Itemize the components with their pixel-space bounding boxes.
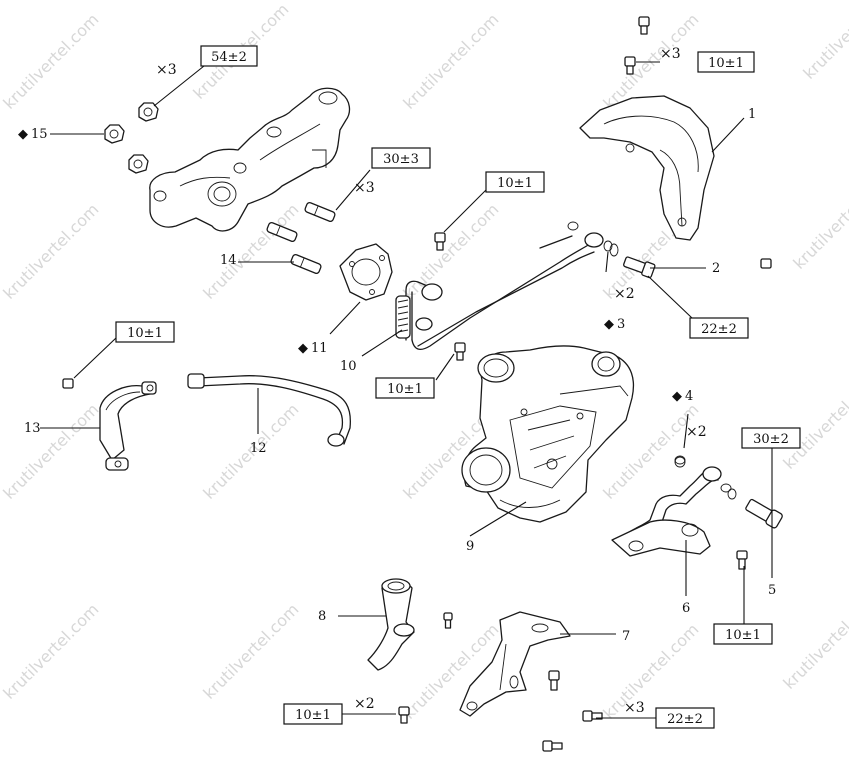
callout-9: 9 [466,539,474,554]
callout-15: 15 [31,127,48,142]
callout-4: 4 [685,389,693,404]
svg-text:22±2: 22±2 [701,322,737,337]
turbo-gasket-part [339,243,393,301]
leader-lines [40,61,773,719]
torque-label-30-right: 30±2 [741,427,801,449]
coolant-hose-part [99,381,157,471]
bolt-part [62,16,772,752]
coolant-pipe-part [187,373,352,447]
watermark: krutilvertel.com [399,10,502,113]
svg-text:10±1: 10±1 [295,708,331,723]
watermark-layer: krutilvertel.com krutilvertel.com krutil… [0,0,849,723]
callout-14: 14 [220,253,237,268]
svg-text:54±2: 54±2 [211,50,247,65]
oil-feed-pipe-part [395,221,604,351]
callout-3-group: ◆ 3 [604,317,625,332]
svg-text:10±1: 10±1 [708,56,744,71]
watermark: krutilvertel.com [799,0,849,83]
multiplier-label: ×2 [614,286,635,302]
torque-label-22-bottom: 22±2 [655,707,715,729]
callout-8: 8 [318,609,326,624]
multiplier-label: ×3 [156,62,177,78]
callout-2: 2 [712,261,720,276]
callout-3: 3 [617,317,625,332]
callout-15-group: ◆ 15 [18,127,48,142]
watermark: krutilvertel.com [0,10,103,113]
watermark: krutilvertel.com [599,620,702,723]
banjo-bolt-part [609,243,656,279]
callout-13: 13 [24,421,41,436]
svg-text:10±1: 10±1 [387,382,423,397]
callout-5: 5 [768,583,776,598]
torque-label-10-topright: 10±1 [697,51,755,73]
watermark: krutilvertel.com [0,600,103,703]
torque-label-10-center: 10±1 [485,171,545,193]
turbo-bracket-part [459,611,571,717]
watermark: krutilvertel.com [789,170,849,273]
watermark: krutilvertel.com [199,600,302,703]
svg-text:30±2: 30±2 [753,432,789,447]
callout-10: 10 [340,359,357,374]
multiplier-label: ×3 [354,180,375,196]
torque-label-54: 54±2 [200,45,258,67]
exhaust-manifold-part [149,87,351,232]
callout-11: 11 [311,341,328,356]
svg-text:10±1: 10±1 [725,628,761,643]
callout-4-group: ◆ 4 [672,389,693,404]
watermark: krutilvertel.com [779,370,849,473]
multiplier-label: ×2 [686,424,707,440]
torque-label-10-bottomleft: 10±1 [283,703,343,725]
torque-label-10-mid: 10±1 [375,377,435,399]
watermark: krutilvertel.com [779,590,849,693]
svg-text:30±3: 30±3 [383,152,419,167]
torque-label-22-right: 22±2 [689,317,749,339]
svg-text:10±1: 10±1 [127,326,163,341]
torque-label-10-left: 10±1 [115,321,175,343]
torque-label-30-left: 30±3 [371,147,431,169]
multiplier-label: ×3 [660,46,681,62]
svg-text:10±1: 10±1 [497,176,533,191]
heat-shield-part [579,95,715,241]
multiplier-label: ×3 [624,700,645,716]
manifold-nut-part [104,102,159,174]
callout-11-group: ◆ 11 [298,341,328,356]
watermark: krutilvertel.com [0,400,103,503]
torque-label-10-bottomright: 10±1 [713,623,773,645]
hollow-bolt-part [745,498,783,529]
turbocharger-part [461,345,635,523]
replace-marker: ◆ [298,341,308,356]
watermark: krutilvertel.com [0,200,103,303]
replace-marker: ◆ [672,389,682,404]
sealing-washer-part [603,240,737,500]
callout-12: 12 [250,441,267,456]
callout-7: 7 [622,629,630,644]
watermark: krutilvertel.com [399,200,502,303]
stud-part [266,202,336,274]
callout-1: 1 [748,107,756,122]
callout-6: 6 [682,601,690,616]
replace-marker: ◆ [18,127,28,142]
elbow-pipe-part [367,578,415,671]
replace-marker: ◆ [604,317,614,332]
svg-text:22±2: 22±2 [667,712,703,727]
multiplier-label: ×2 [354,696,375,712]
